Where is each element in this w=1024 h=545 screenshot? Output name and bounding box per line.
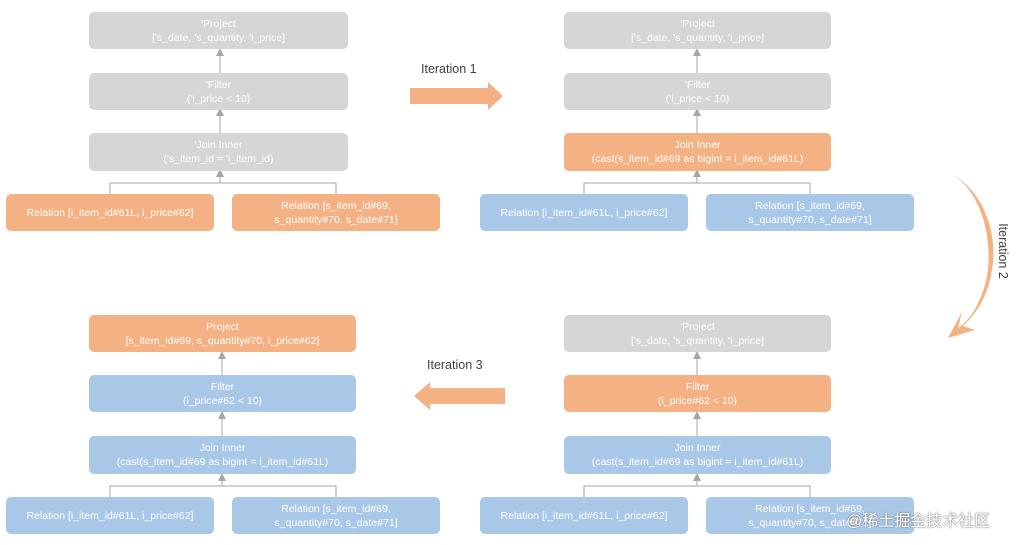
tl-project-node: 'Project ['s_date, 's_quantity, 'i_price…	[89, 12, 348, 49]
br-filter-node: Filter (i_price#62 < 10)	[564, 375, 831, 412]
node-line: 'Filter	[684, 78, 711, 91]
node-line: Join Inner	[674, 442, 721, 454]
iteration-3-label: Iteration 3	[427, 358, 483, 372]
tl-join-node: 'Join Inner ('s_item_id = 'i_item_id)	[89, 133, 348, 171]
tr-relation-right-node: Relation [s_item_id#69, s_quantity#70, s…	[706, 194, 914, 231]
tr-join-node: Join Inner (cast(s_item_id#69 as bigint …	[564, 133, 831, 171]
node-line: Project	[206, 320, 239, 333]
iteration-1-arrow	[410, 82, 503, 110]
node-line: Relation [s_item_id#69,	[281, 199, 391, 212]
node-line: (cast(s_item_id#69 as bigint = i_item_id…	[116, 456, 329, 468]
bl-project-node: Project [s_item_id#69, s_quantity#70, i_…	[89, 315, 356, 352]
br-relation-left-node: Relation [i_item_id#61L, i_price#62]	[480, 497, 688, 534]
tl-connectors	[109, 48, 337, 194]
node-line: Relation [i_item_id#61L, i_price#62]	[26, 509, 194, 522]
node-line: ['s_date, 's_quantity, 'i_price]	[151, 31, 286, 44]
node-line: 'Project	[680, 320, 715, 333]
node-line: ('i_price < 10)	[665, 92, 730, 105]
iteration-2-label: Iteration 2	[995, 223, 1010, 279]
iteration-1-label: Iteration 1	[421, 62, 477, 76]
node-line: Filter	[685, 380, 710, 393]
bl-filter-node: Filter (i_price#62 < 10)	[89, 375, 356, 412]
node-line: 'Filter	[205, 78, 232, 91]
br-project-node: 'Project ['s_date, 's_quantity, 'i_price…	[564, 315, 831, 352]
node-line: s_quantity#70, s_date#71]	[748, 213, 872, 226]
node-line: s_quantity#70, s_date#71]	[274, 516, 398, 529]
node-line: ['s_date, 's_quantity, 'i_price]	[630, 334, 765, 347]
node-line: Relation [i_item_id#61L, i_price#62]	[500, 206, 668, 219]
node-line: (cast(s_item_id#69 as bigint = i_item_id…	[591, 456, 804, 468]
tl-filter-node: 'Filter ('i_price < 10)	[89, 73, 348, 110]
node-line: Filter	[210, 380, 235, 393]
node-line: s_quantity#70, s_date#71]	[748, 516, 872, 529]
node-line: Relation [i_item_id#61L, i_price#62]	[26, 206, 194, 219]
node-line: 'Join Inner	[194, 139, 243, 151]
br-join-node: Join Inner (cast(s_item_id#69 as bigint …	[564, 436, 831, 474]
br-relation-right-node: Relation [s_item_id#69, s_quantity#70, s…	[706, 497, 914, 534]
tr-filter-node: 'Filter ('i_price < 10)	[564, 73, 831, 110]
node-line: (i_price#62 < 10)	[182, 394, 263, 407]
bl-relation-left-node: Relation [i_item_id#61L, i_price#62]	[6, 497, 214, 534]
tr-connectors	[583, 48, 811, 194]
iteration-3-arrow	[414, 382, 505, 410]
node-line: [s_item_id#69, s_quantity#70, i_price#62…	[125, 334, 320, 347]
node-line: 'Project	[680, 17, 715, 30]
node-line: 'Project	[201, 17, 236, 30]
iteration-2-arrow	[948, 172, 994, 338]
node-line: Join Inner	[199, 442, 246, 454]
node-line: ('s_item_id = 'i_item_id)	[163, 153, 274, 165]
node-line: Relation [s_item_id#69,	[755, 502, 865, 515]
bl-join-node: Join Inner (cast(s_item_id#69 as bigint …	[89, 436, 356, 474]
node-line: Relation [s_item_id#69,	[755, 199, 865, 212]
tl-relation-right-node: Relation [s_item_id#69, s_quantity#70, s…	[232, 194, 440, 231]
node-line: (i_price#62 < 10)	[657, 394, 738, 407]
tr-project-node: 'Project ['s_date, 's_quantity, 'i_price…	[564, 12, 831, 49]
node-line: Relation [s_item_id#69,	[281, 502, 391, 515]
node-line: (cast(s_item_id#69 as bigint = i_item_id…	[591, 153, 804, 165]
tr-relation-left-node: Relation [i_item_id#61L, i_price#62]	[480, 194, 688, 231]
node-line: Join Inner	[674, 139, 721, 151]
node-line: ['s_date, 's_quantity, 'i_price]	[630, 31, 765, 44]
tl-relation-left-node: Relation [i_item_id#61L, i_price#62]	[6, 194, 214, 231]
node-line: Relation [i_item_id#61L, i_price#62]	[500, 509, 668, 522]
bl-connectors	[109, 351, 337, 497]
watermark: @稀土掘金技术社区	[846, 513, 991, 530]
node-line: ('i_price < 10)	[186, 92, 251, 105]
br-connectors	[583, 351, 811, 497]
node-line: s_quantity#70, s_date#71]	[274, 213, 398, 226]
bl-relation-right-node: Relation [s_item_id#69, s_quantity#70, s…	[232, 497, 440, 534]
